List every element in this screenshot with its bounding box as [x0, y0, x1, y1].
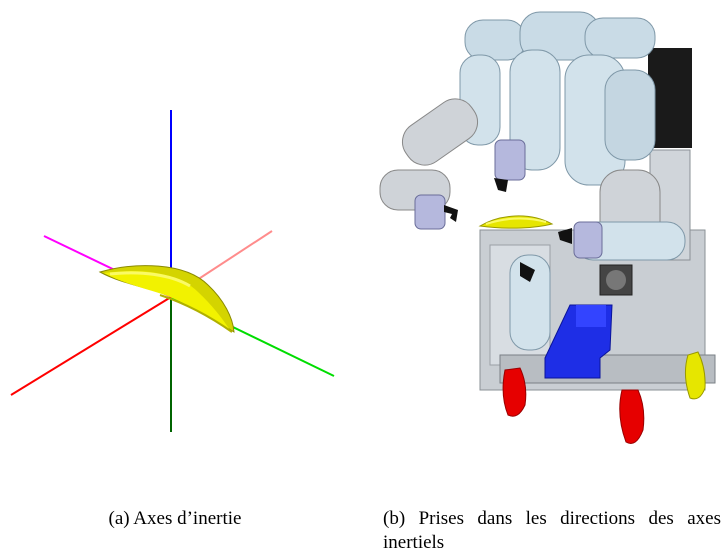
grasped-banana	[478, 215, 554, 229]
robot-arms	[379, 11, 686, 351]
robot-blue-part	[544, 304, 613, 379]
inertia-axes-diagram	[10, 110, 335, 432]
subfigure-caption-b: (b) Prises dans les directions des axes …	[383, 508, 721, 553]
inertia-axes-panel	[0, 0, 350, 470]
robot-grippers	[444, 178, 572, 282]
subfigure-caption-a: (a) Axes d’inertie	[108, 508, 242, 529]
robot-grasp-render	[379, 11, 716, 444]
robot-wheels	[502, 351, 706, 444]
banana-object	[98, 265, 235, 333]
robot-grasp-panel	[360, 0, 723, 470]
axis-red	[10, 296, 172, 396]
